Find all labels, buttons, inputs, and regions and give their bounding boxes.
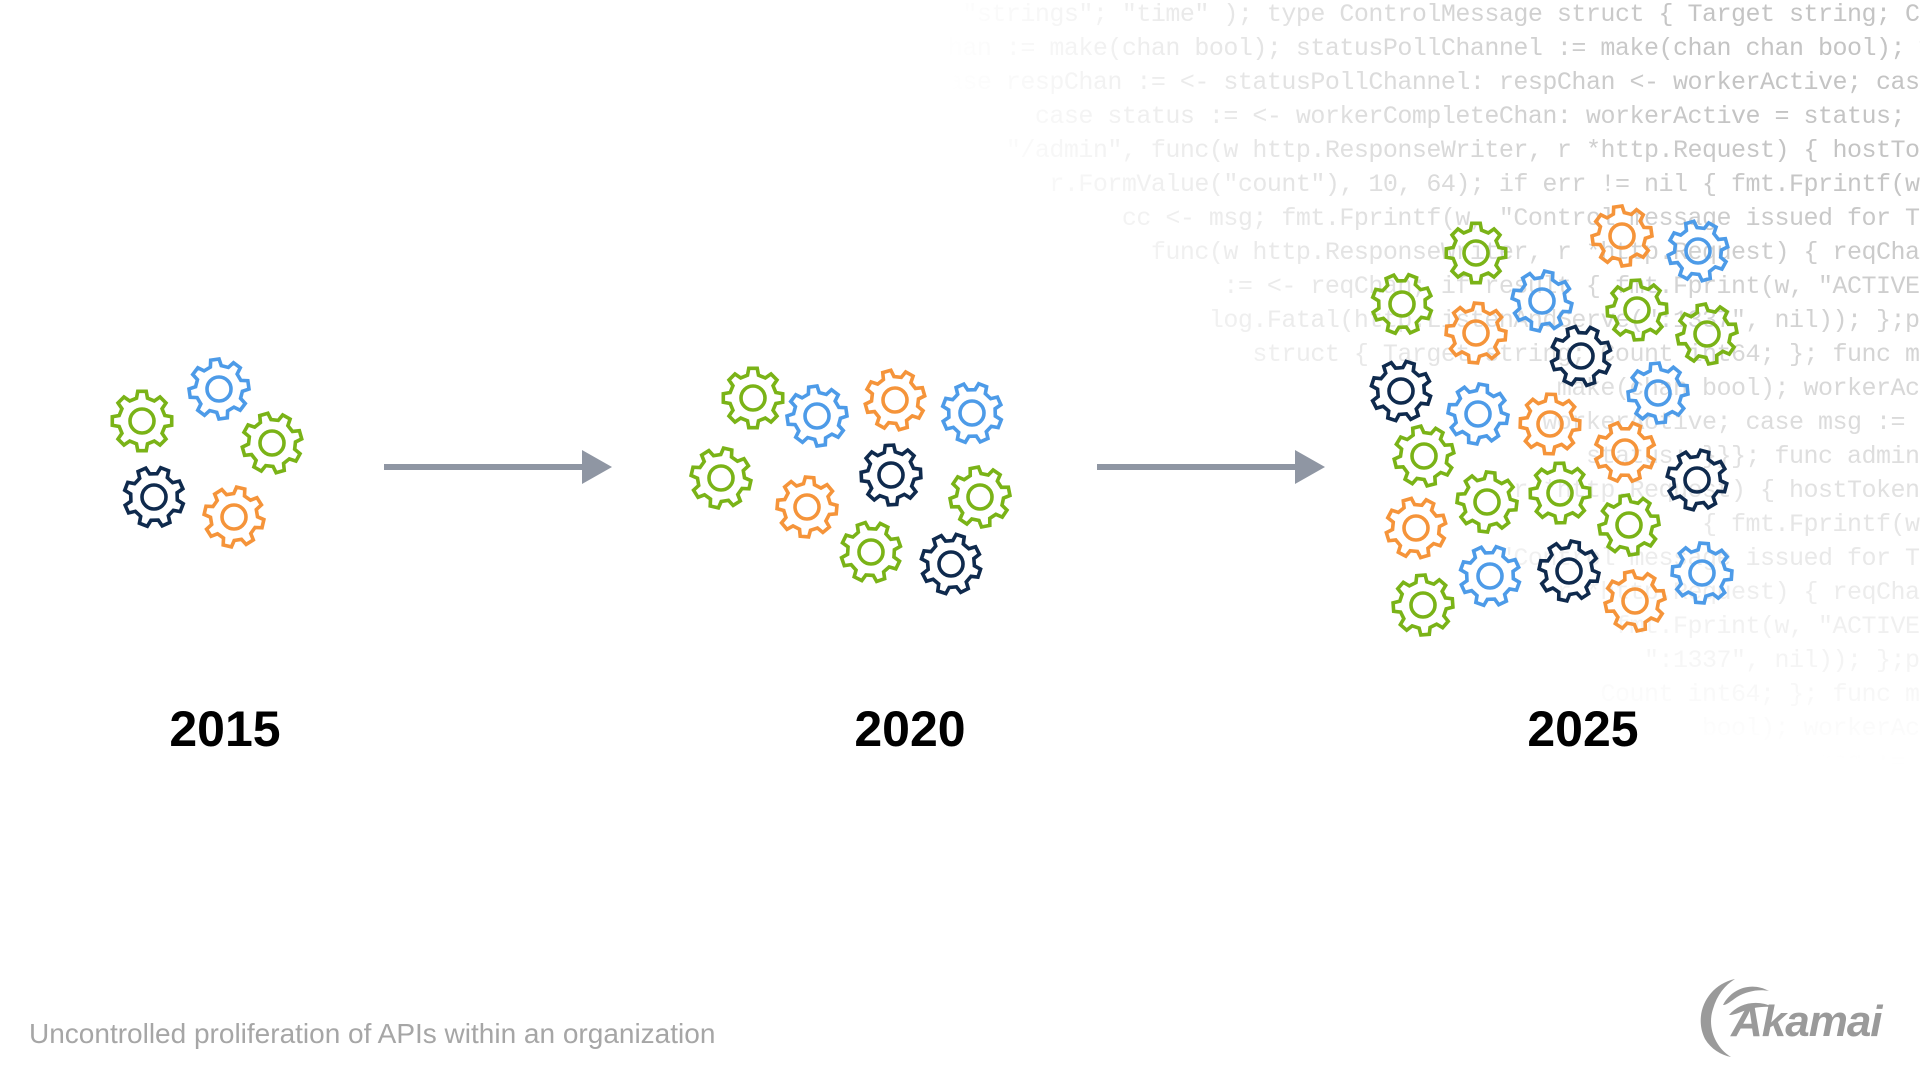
gear-icon	[1383, 495, 1449, 561]
gear-icon	[1443, 220, 1509, 286]
gear-icon	[720, 365, 786, 431]
code-line: Fprintf(w,	[1788, 850, 1920, 879]
gear-icon	[1390, 572, 1456, 638]
code-line: case status := <- workerCompleteChan: wo…	[1034, 102, 1920, 131]
code-line: { fmt.Fprintf(w,	[1701, 510, 1920, 539]
code-line: case msg := <	[1745, 748, 1920, 777]
gear-icon	[939, 380, 1005, 446]
gear-icon	[838, 519, 904, 585]
gear-icon	[1391, 423, 1457, 489]
gear-icon	[109, 388, 175, 454]
gear-icon	[784, 383, 850, 449]
gear-icon	[1665, 218, 1731, 284]
code-line: := <- reqChan; if result { fmt.Fprint(w,…	[1223, 272, 1920, 301]
gear-icon	[1527, 460, 1593, 526]
gear-icon	[1368, 358, 1434, 424]
gear-icon	[774, 474, 840, 540]
arrow-2020-to-2025	[1097, 450, 1325, 484]
gear-icon	[186, 356, 252, 422]
gear-icon	[1517, 391, 1583, 457]
gear-icon	[858, 442, 924, 508]
code-line: r *http.Request) { reqChan	[1556, 578, 1920, 607]
logo-wordmark: Akamai	[1731, 997, 1883, 1046]
gear-icon	[918, 531, 984, 597]
code-line: Count int64; }; func ma	[1600, 680, 1920, 709]
code-line: bool); workerAct	[1701, 714, 1920, 743]
gear-icon	[1445, 381, 1511, 447]
code-line: case respChan := <- statusPollChannel: r…	[933, 68, 1920, 97]
code-line: func(w http.ResponseWriter, r *http.Requ…	[1150, 238, 1920, 267]
gear-icon	[688, 445, 754, 511]
gear-icon	[1457, 543, 1523, 609]
code-line: eteChan := make(chan bool); statusPollCh…	[889, 34, 1920, 63]
code-line: for Ta	[1846, 884, 1920, 900]
gear-icon	[862, 367, 928, 433]
year-label-2020: 2020	[854, 701, 966, 757]
gear-icon	[1592, 419, 1658, 485]
background-code-watermark: "strings"; "time" ); type ControlMessage…	[760, 0, 1920, 900]
gear-icon	[1443, 300, 1509, 366]
year-label-2015: 2015	[169, 701, 281, 757]
akamai-logo: Akamai	[1695, 975, 1890, 1057]
gear-icon	[1589, 203, 1655, 269]
gear-icon	[947, 464, 1013, 530]
arrow-2015-to-2020	[384, 450, 612, 484]
gear-icon	[1664, 447, 1730, 513]
code-line: ":1337", nil)); };pa	[1643, 646, 1920, 675]
gear-icon	[121, 464, 187, 530]
gear-icon	[1669, 540, 1735, 606]
caption: Uncontrolled proliferation of APIs withi…	[29, 1018, 716, 1049]
gear-icon	[1536, 538, 1602, 604]
gear-icon	[1604, 277, 1670, 343]
code-line: "/admin", func(w http.ResponseWriter, r …	[1005, 136, 1920, 165]
gear-icon	[239, 410, 305, 476]
gear-icon	[1602, 568, 1668, 634]
gear-icon	[1509, 268, 1575, 334]
code-line: hostTokens	[1788, 816, 1920, 845]
akamai-wave-icon	[1700, 979, 1773, 1057]
code-line: "strings"; "time" ); type ControlMessage…	[962, 0, 1920, 29]
gear-icon	[1596, 492, 1662, 558]
gear-icon	[1674, 301, 1740, 367]
gear-icon	[201, 484, 267, 550]
year-label-2025: 2025	[1527, 701, 1639, 757]
code-line: fmt.Fprint(w, "ACTIVE"	[1614, 612, 1920, 641]
code-line: r.FormValue("count"), 10, 64); if err !=…	[1049, 170, 1920, 199]
gear-icon	[1369, 271, 1435, 337]
gear-icon	[1625, 360, 1691, 426]
code-line: func admin(	[1774, 782, 1920, 811]
code-line: cc <- msg; fmt.Fprintf(w, "Control messa…	[1121, 204, 1920, 233]
gear-icon	[1454, 469, 1520, 535]
gear-icon	[1548, 323, 1614, 389]
